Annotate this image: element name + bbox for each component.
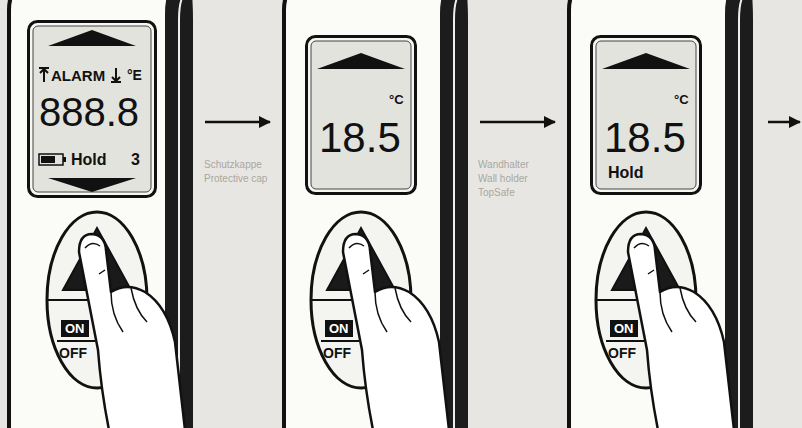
thermometer-device: ON OFF °C 18.5	[280, 0, 470, 428]
device-side-highlight	[179, 0, 187, 428]
lcd-reading: ALARM	[51, 68, 105, 83]
button-label: OFF	[608, 346, 636, 360]
battery-tip	[63, 157, 66, 162]
device-side-highlight	[739, 0, 747, 428]
lcd-arrow-segment	[48, 178, 136, 192]
hand-lines	[363, 270, 411, 332]
button-label: ON	[610, 320, 638, 337]
lcd-display: ALARM °E 888.8Hold 3	[27, 20, 157, 198]
fingernail	[349, 243, 364, 248]
device-side-band	[440, 0, 468, 428]
fingernail	[634, 243, 649, 248]
lcd-reading: °E	[127, 68, 142, 82]
background-text: Protective cap	[204, 174, 267, 184]
lcd-arrow-segment	[48, 30, 136, 46]
button-label: OFF	[59, 346, 87, 360]
pressing-hand	[628, 234, 734, 428]
background-text: Schutzkappe	[204, 160, 262, 170]
display-drawing	[305, 35, 417, 195]
lcd-display: °C 18.5Hold	[590, 35, 702, 195]
flow-arrow	[205, 121, 270, 124]
lcd-reading: 18.5	[604, 117, 686, 159]
display-frame	[592, 37, 701, 194]
lcd-area	[311, 41, 411, 189]
display-frame	[307, 37, 416, 194]
battery-icon	[39, 154, 63, 165]
display-drawing	[590, 35, 702, 195]
background-text: Wandhalter	[478, 160, 529, 170]
fingernail	[85, 243, 100, 248]
button-label: ON	[325, 320, 353, 337]
background-text: TopSafe	[478, 188, 515, 198]
lcd-reading: 18.5	[319, 117, 401, 159]
lcd-reading: °C	[674, 93, 689, 106]
lcd-reading: 888.8	[39, 92, 139, 132]
display-frame	[29, 22, 156, 197]
on-off-divider	[606, 340, 644, 342]
thermometer-device: ON OFF °C 18.5Hold	[565, 0, 755, 428]
pressing-hand	[343, 234, 449, 428]
lcd-display: °C 18.5	[305, 35, 417, 195]
alarm-low-icon	[111, 68, 121, 82]
device-side-band	[725, 0, 753, 428]
continuation-arrow	[768, 121, 800, 124]
hand-lines	[648, 270, 696, 332]
pressing-hand	[79, 234, 185, 428]
lcd-area	[596, 41, 696, 189]
lcd-reading: Hold	[608, 165, 644, 181]
background-text: Wall holder	[478, 174, 528, 184]
flow-arrow	[480, 121, 555, 124]
on-off-divider	[321, 340, 359, 342]
lcd-area	[33, 26, 151, 192]
lcd-reading: °C	[389, 93, 404, 106]
hand-lines	[99, 270, 147, 332]
lcd-reading: Hold	[71, 152, 107, 168]
button-label: ON	[61, 320, 89, 337]
battery-level	[41, 156, 55, 163]
alarm-high-icon	[39, 68, 49, 82]
lcd-arrow-segment	[602, 53, 690, 69]
device-body	[284, 0, 458, 428]
device-side-highlight	[454, 0, 462, 428]
thermometer-device: ON OFF ALARM °E 888.8Hold 3	[5, 0, 195, 428]
button-label: OFF	[323, 346, 351, 360]
on-off-divider	[57, 340, 95, 342]
lcd-arrow-segment	[317, 53, 405, 69]
device-body	[569, 0, 743, 428]
lcd-reading: 3	[131, 152, 140, 168]
